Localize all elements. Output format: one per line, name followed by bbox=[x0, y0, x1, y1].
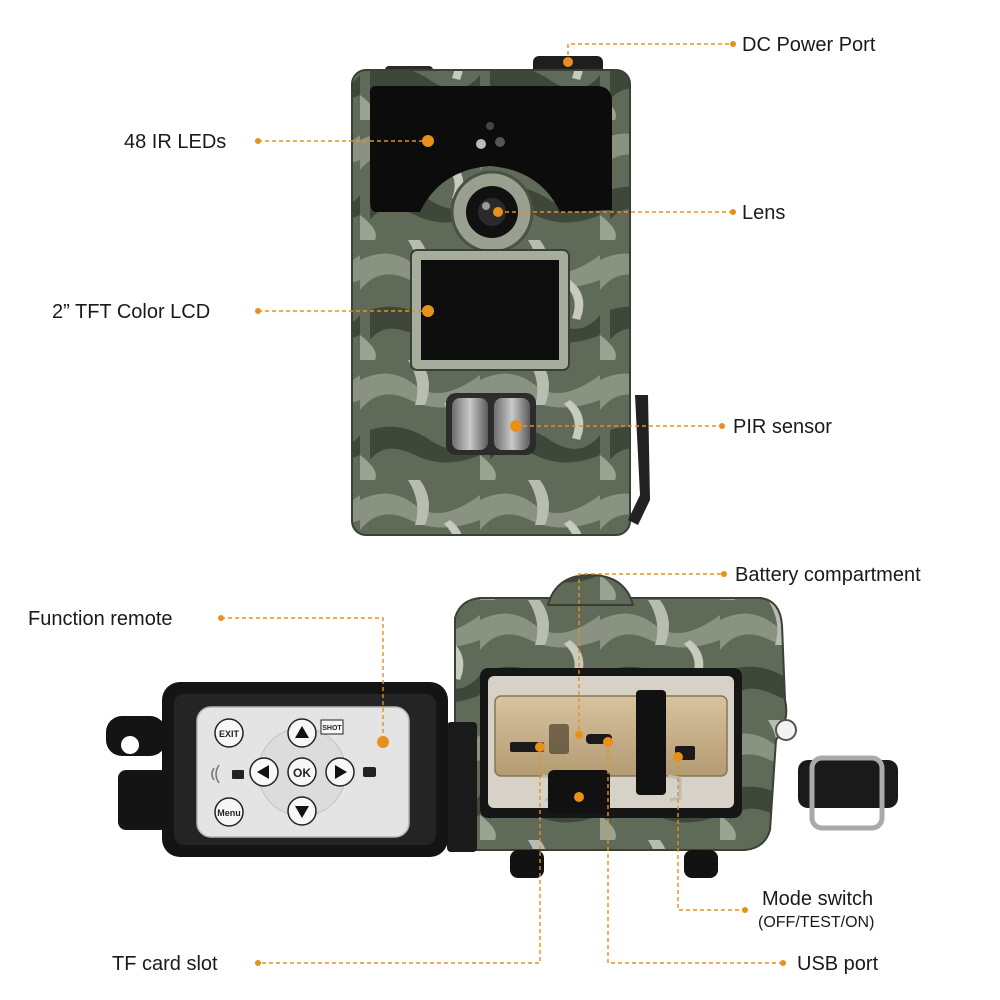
camera-open-view bbox=[447, 573, 898, 878]
remote-left-button[interactable] bbox=[249, 757, 279, 787]
label-tf-card-slot: TF card slot bbox=[112, 953, 218, 975]
label-lcd: 2” TFT Color LCD bbox=[52, 301, 210, 323]
ir-led-panel bbox=[370, 86, 612, 212]
label-function-remote: Function remote bbox=[28, 608, 173, 630]
tf-card-icon bbox=[510, 742, 544, 752]
label-pir-sensor: PIR sensor bbox=[733, 416, 832, 438]
video-icon bbox=[232, 770, 244, 779]
labels: DC Power Port 48 IR LEDs Lens 2” TFT Col… bbox=[28, 34, 921, 975]
remote-shot-label: SHOT bbox=[322, 725, 342, 732]
remote-menu-label: Menu bbox=[217, 808, 241, 818]
signal-icon bbox=[211, 764, 220, 784]
remote-menu-button[interactable]: Menu bbox=[214, 797, 244, 827]
remote-shot-label-group: SHOT bbox=[320, 719, 344, 735]
remote-ok-button[interactable]: OK bbox=[287, 757, 317, 787]
label-ir-leds: 48 IR LEDs bbox=[124, 131, 226, 153]
label-lens: Lens bbox=[742, 202, 785, 224]
remote-exit-label: EXIT bbox=[219, 729, 240, 739]
camera-icon bbox=[363, 767, 376, 777]
label-dc-power-port: DC Power Port bbox=[742, 34, 876, 56]
label-battery-compartment: Battery compartment bbox=[735, 564, 921, 586]
remote-down-button[interactable] bbox=[287, 796, 317, 826]
label-mode-switch: Mode switch bbox=[762, 888, 873, 910]
remote-exit-button[interactable]: EXIT bbox=[214, 718, 244, 748]
remote-up-button[interactable] bbox=[287, 718, 317, 748]
leaders bbox=[218, 41, 786, 966]
camera-front-view bbox=[351, 56, 650, 536]
remote-right-button[interactable] bbox=[325, 757, 355, 787]
remote-lid: EXIT Menu OK bbox=[106, 682, 448, 857]
remote-ok-label: OK bbox=[293, 766, 311, 780]
label-usb-port: USB port bbox=[797, 953, 879, 975]
label-mode-switch-sub: (OFF/TEST/ON) bbox=[758, 914, 874, 931]
